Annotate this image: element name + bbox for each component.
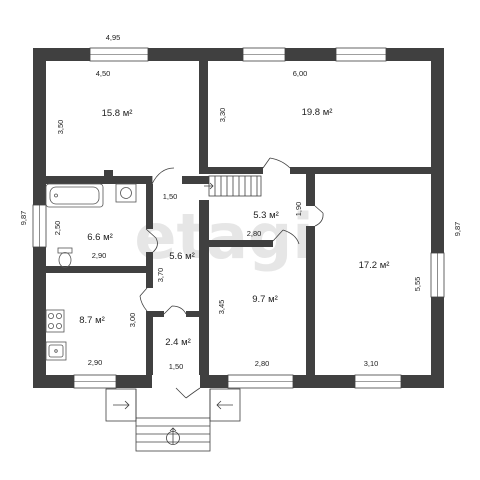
dim-top-right-height: 3,30 [218,108,227,123]
door-right-room [314,205,324,227]
wall-center-top [209,240,273,247]
wall-bath-stub [104,170,113,184]
stove-icon [45,309,65,333]
staircase [204,175,262,197]
wall-top-right-bottom [290,167,431,174]
door-entrance [175,387,201,399]
door-bathroom [145,228,158,253]
room-labels: 15.8 м² 19.8 м² 5.3 м² 6.6 м² 5.6 м² 17.… [79,107,389,348]
bathtub-icon [45,183,104,208]
door-hall-top [151,167,175,185]
interior-walls [46,61,431,375]
wall-right-room-left-lower [306,226,315,375]
dim-bathroom-width: 2,90 [92,251,107,260]
area-room-center: 9.7 м² [252,294,278,305]
dim-vestibule-width: 1,50 [169,362,184,371]
dim-top-right-width: 6,00 [293,69,308,78]
dim-stair-height: 1,90 [294,202,303,217]
bathroom-fixtures [45,183,137,268]
door-vestibule [163,305,187,315]
dim-kitchen-width: 2,90 [88,358,103,367]
window-glazing-lines [39,54,438,382]
area-room-vestibule: 2.4 м² [165,337,191,348]
dim-right-overall: 9,87 [453,222,462,237]
toilet-icon [58,252,72,268]
door-kitchen [139,287,148,312]
entrance-opening [152,375,200,388]
kitchen-fixtures [45,309,67,361]
area-room-top-right: 19.8 м² [302,107,333,118]
dim-center-width: 2,80 [255,359,270,368]
dim-right-room-height: 5,55 [413,277,422,292]
dim-hall-height: 3,70 [156,268,165,283]
wall-kitchen-top [46,266,147,273]
wall-stair-top [199,167,263,174]
wall-bathroom-right-upper [146,184,153,229]
wall-top-divider [199,61,208,167]
bathtub-drain [54,193,58,198]
dim-right-room-width: 3,10 [364,359,379,368]
sink-bowl [120,187,132,199]
dim-hall-width: 1,50 [163,192,178,201]
wall-center-left [199,200,209,375]
wall-right-room-left-upper [306,174,315,206]
dim-bathroom-height: 2,50 [53,221,62,236]
doors [139,157,324,399]
porch [105,388,241,452]
wall-vestibule-top-right [186,311,200,317]
area-room-top-left: 15.8 м² [102,108,133,119]
area-room-bathroom: 6.6 м² [87,232,113,243]
dimension-labels: 4,95 4,50 6,00 3,50 3,30 9,87 9,87 1,50 … [19,33,462,371]
porch-right-arrow-icon [216,400,233,410]
area-room-right: 17.2 м² [359,260,390,271]
wall-vestibule-top-left [146,311,164,317]
dim-stair-width: 2,80 [247,229,262,238]
dim-center-height: 3,45 [217,300,226,315]
toilet-tank [57,247,73,254]
area-room-hall: 5.6 м² [169,251,195,262]
door-center [272,229,300,245]
bathtub-inner [49,186,100,205]
dim-top-overall: 4,95 [106,33,121,42]
sink-icon [115,183,137,203]
kitchen-sink-icon [45,341,67,361]
dim-top-left-width: 4,50 [96,69,111,78]
dim-left-overall: 9,87 [19,211,28,226]
watermark-text: etagi [134,200,313,273]
door-stair [262,157,291,169]
area-room-kitchen: 8.7 м² [79,315,105,326]
wall-bathroom-right-lower [146,252,153,288]
porch-steps [135,417,211,452]
porch-left-arrow-icon [113,400,130,410]
dim-top-left-height: 3,50 [56,120,65,135]
dim-kitchen-height: 3,00 [128,313,137,328]
area-room-stair: 5.3 м² [253,210,279,221]
wall-top-left-bottom [46,176,152,184]
wall-vestibule-left [146,311,153,375]
wall-hall-top [182,176,209,184]
wall-right [431,48,444,388]
